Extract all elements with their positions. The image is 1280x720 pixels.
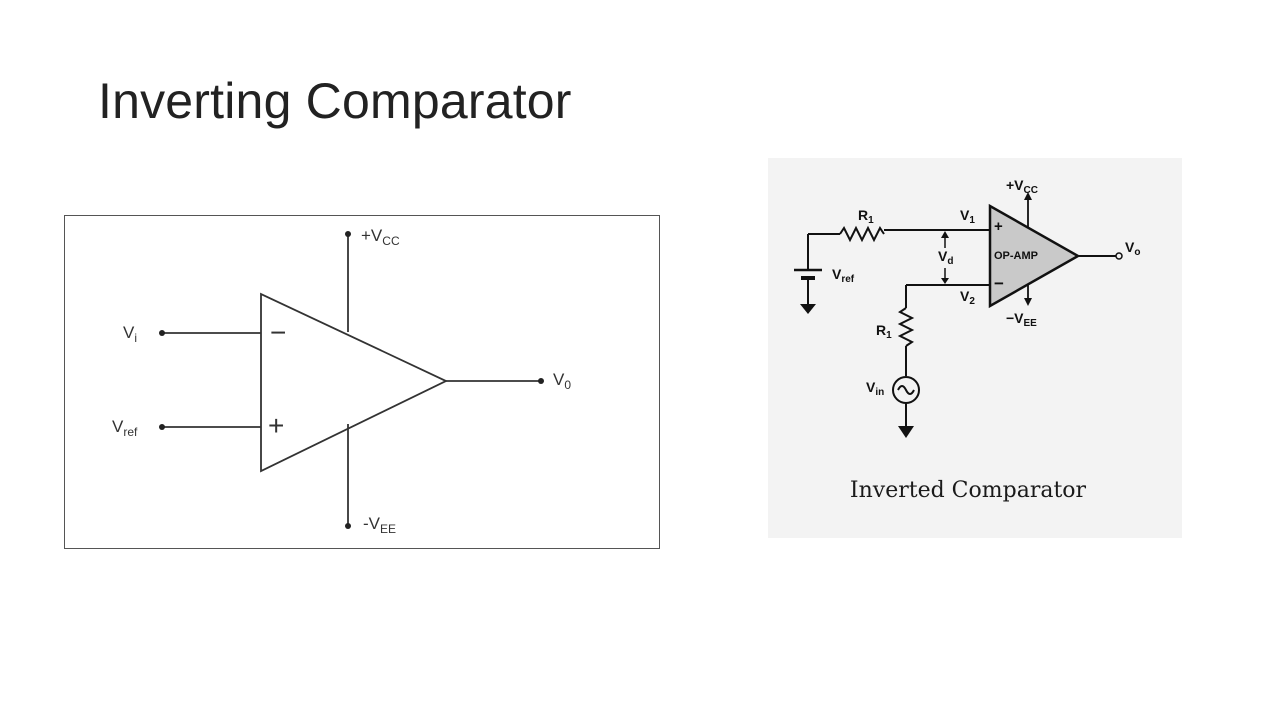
vd-label: Vd [938, 248, 953, 267]
v1-label: V1 [960, 207, 975, 226]
v2-label: V2 [960, 288, 975, 307]
r1-bottom-resistor [897, 307, 915, 347]
vref-label: Vref [112, 417, 138, 439]
comparator-schematic: − + Vi Vref +VCC -VEE V0 [112, 226, 571, 536]
opamp-triangle-shaded [988, 203, 1081, 309]
vref-terminal [159, 424, 165, 430]
opamp-minus: − [994, 274, 1004, 293]
opamp-label: OP-AMP [994, 250, 1038, 262]
opamp-plus: + [994, 218, 1003, 235]
vee-terminal [345, 523, 351, 529]
vcc-label-right: +VCC [1006, 177, 1038, 196]
inverting-comparator-diagram: − + Vi Vref +VCC -VEE V0 [64, 215, 660, 549]
r1-bottom-label: R1 [876, 322, 892, 341]
ground-symbol-ref [800, 304, 816, 314]
noninverting-input-sign: + [268, 410, 284, 441]
vcc-arrowhead [1024, 192, 1032, 200]
output-terminal [538, 378, 544, 384]
vee-label-right: −VEE [1006, 310, 1037, 329]
vd-arrowhead-up [941, 231, 949, 238]
vref-label-right: Vref [832, 266, 855, 285]
vee-arrowhead [1024, 298, 1032, 306]
vi-label: Vi [123, 323, 137, 345]
vd-arrowhead-down [941, 278, 949, 284]
vin-label: Vin [866, 379, 884, 398]
output-label: V0 [553, 370, 571, 392]
inverting-input-sign: − [270, 317, 286, 348]
vo-terminal [1115, 252, 1123, 260]
ground-symbol-in [898, 426, 914, 438]
inverted-comparator-figure: + − OP-AMP R1 V1 Vd V2 Vref R1 Vin +VCC … [768, 158, 1182, 538]
opamp-triangle [260, 292, 449, 473]
vcc-label: +VCC [361, 226, 400, 248]
figure-caption: Inverted Comparator [849, 478, 1087, 503]
vo-label: Vo [1125, 239, 1140, 258]
r1-top-resistor [839, 225, 885, 243]
vcc-terminal [345, 231, 351, 237]
slide-title: Inverting Comparator [98, 73, 572, 129]
inverted-comparator-schematic: + − OP-AMP R1 V1 Vd V2 Vref R1 Vin +VCC … [794, 177, 1140, 438]
vee-label: -VEE [363, 514, 396, 536]
vi-terminal [159, 330, 165, 336]
ac-source-wave [897, 385, 915, 395]
r1-top-label: R1 [858, 207, 874, 226]
